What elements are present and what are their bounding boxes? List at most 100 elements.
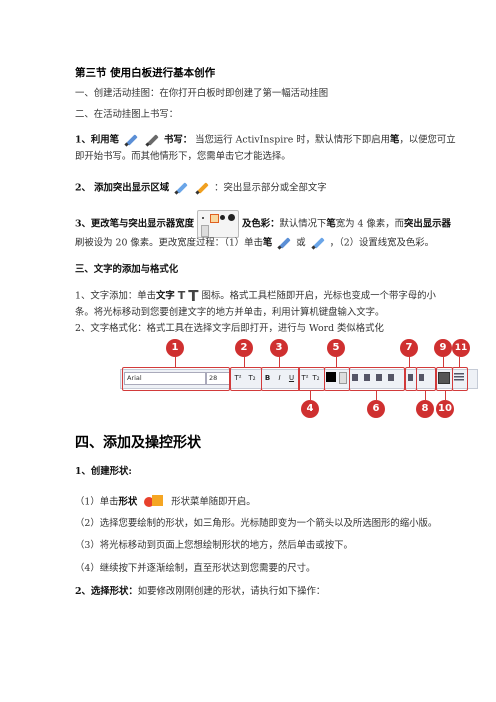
line-write-heading: 二、在活动挂图上书写： [75,109,179,120]
select-shape-label: 2、选择形状： [75,586,138,597]
connector-3 [279,357,280,367]
width-paragraph-line1: 3、更改笔与突出显示器宽度 及色彩：默认情况下笔宽为 4 像素，而突出显示器 [75,210,451,238]
width-item-label: 3、更改笔与突出显示器宽度 [75,218,195,230]
callout-9: 9 [434,339,452,357]
underline-button: U [288,374,295,382]
section-title: 第三节 使用白板进行基本创作 [75,67,216,79]
group-font [122,367,230,391]
group-sup-sub [298,367,325,391]
width-steps-text: 刷被设为 20 像素。更改宽度过程：（1）单击 [75,237,263,249]
callout-11: 11 [452,339,470,357]
group-script [230,367,262,391]
pen-write-label: 书写： [163,134,193,146]
callout-7: 7 [400,339,418,357]
text-format-line: 2、文字格式化：格式工具在选择文字后即打开，进行与 Word 类似格式化 [75,323,384,334]
width-steps-or: 或 [296,237,306,249]
more-options-button [454,373,464,382]
shape-step-3: （3）将光标移动到页面上您想绘制形状的地方，然后单击或按下。 [75,540,353,551]
shape-step-2: （2）选择您要绘制的形状，如三角形。光标随即变为一个箭头以及所选图形的缩小版。 [75,518,438,529]
shape-step-1: （1）单击形状 形状菜单随即开启。 [75,494,256,510]
create-shape-heading: 1、创建形状: [75,466,132,477]
callout-8: 8 [416,400,434,418]
superscript-button-2: T² [301,374,309,382]
callout-10: 10 [436,400,454,418]
callout-4: 4 [301,400,319,418]
pen-item-label: 1、利用笔 [75,134,120,146]
shapes-icon [142,494,166,510]
highlighter-small-icon [311,236,325,250]
text-section-heading: 三、文字的添加与格式化 [75,264,179,275]
shapes-section-heading: 四、添加及操控形状 [75,435,201,451]
connector-8 [425,390,426,400]
text-add-desc: 图标。格式工具栏随即开启，光标也变成一个带字母的小 [201,290,436,302]
insert-symbol-button [438,372,450,384]
pen-paragraph-line1: 1、利用笔 书写： 当您运行 ActivInspire 时，默认情形下即启用笔，… [75,133,456,147]
color-dropdown [339,372,347,384]
group-align [349,367,405,391]
format-toolbar-illustration: Arial 28 T² T₂ B I U T² T₂ 1 2 3 4 5 6 7… [120,339,478,427]
highlight-paragraph: 2、 添加突出显示区域 ：突出显示部分或全部文字 [75,181,327,195]
highlighter-icon [174,181,188,195]
pen-word: 笔 [390,134,400,146]
width-default-text: 默认情况下 [279,218,327,230]
callout-1: 1 [166,339,184,357]
select-shape-desc: 如要修改刚刚创建的形状，请执行如下操作： [137,586,326,597]
highlighter-orange-icon [195,181,209,195]
line-create-board: 一、创建活动挂图：在你打开白板时即创建了第一幅活动挂图 [75,88,329,99]
group-color [324,367,350,391]
connector-10 [445,390,446,400]
pen-icon [124,133,138,147]
subscript-button-2: T₂ [312,374,320,382]
highlight-item-label: 2、 添加突出显示区域 [75,182,170,194]
select-shape-line: 2、选择形状：如要修改刚刚创建的形状，请执行如下操作： [75,586,325,598]
pen-desc-text: 当您运行 ActivInspire 时，默认情形下即启用 [195,134,390,146]
superscript-button: T² [234,374,242,382]
pen-width-selector-icon [197,210,240,238]
connector-7 [409,357,410,367]
width-steps-pen: 笔 [262,237,273,249]
bold-button: B [264,374,271,382]
text-add-line2: 条。将光标移动到您要创建文字的地方并单击，利用计算机键盘输入文字。 [75,307,385,318]
highlight-desc: ：突出显示部分或全部文字 [214,182,327,194]
group-symbol [436,367,453,391]
callout-6: 6 [367,400,385,418]
callout-2: 2 [235,339,253,357]
width-highlighter-word: 突出显示器 [403,218,451,230]
text-color-swatch [326,372,336,382]
shape-word: 形状 [118,496,138,508]
shape-step-1-intro: （1）单击 [75,496,119,508]
connector-6 [376,390,377,400]
callout-3: 3 [270,339,288,357]
callout-5: 5 [327,339,345,357]
connector-5 [336,357,337,367]
align-buttons [352,374,400,381]
text-icon: T [177,289,186,302]
group-more [452,367,468,391]
width-paragraph-line2: 刷被设为 20 像素。更改宽度过程：（1）单击笔 或 ，（2）设置线宽及色彩。 [75,236,434,250]
connector-1 [175,357,176,367]
pen-paragraph-line2: 即开始书写。而其他情形下，您需单击它才能选择。 [75,151,291,162]
connector-2 [244,357,245,367]
width-pen-word: 笔 [326,218,336,230]
group-style [261,367,300,391]
text-add-intro: 1、文字添加：单击 [75,290,156,302]
color-label: 及色彩： [242,218,280,230]
pen-small-icon [277,236,291,250]
width-steps-tail: ，（2）设置线宽及色彩。 [329,237,435,249]
text-add-word: 文字 [155,290,175,302]
font-name-field: Arial [124,372,206,385]
italic-button: I [278,374,281,382]
width-pen-px: 宽为 4 像素，而 [335,218,404,230]
connector-4 [310,390,311,400]
connector-9 [443,357,444,367]
subscript-button: T₂ [248,374,256,382]
list-buttons [408,374,430,381]
text-add-line1: 1、文字添加：单击文字 T T 图标。格式工具栏随即开启，光标也变成一个带字母的… [75,287,436,305]
pen-color-icon [145,133,159,147]
group-list [416,367,436,391]
pen-desc-tail: ，以便您可立 [399,134,456,146]
text-large-icon: T [188,287,199,305]
shape-step-4: （4）继续按下并逐渐绘制，直至形状达到您需要的尺寸。 [75,563,316,574]
shape-step-1-tail: 形状菜单随即开启。 [171,496,256,508]
connector-11 [459,357,460,367]
